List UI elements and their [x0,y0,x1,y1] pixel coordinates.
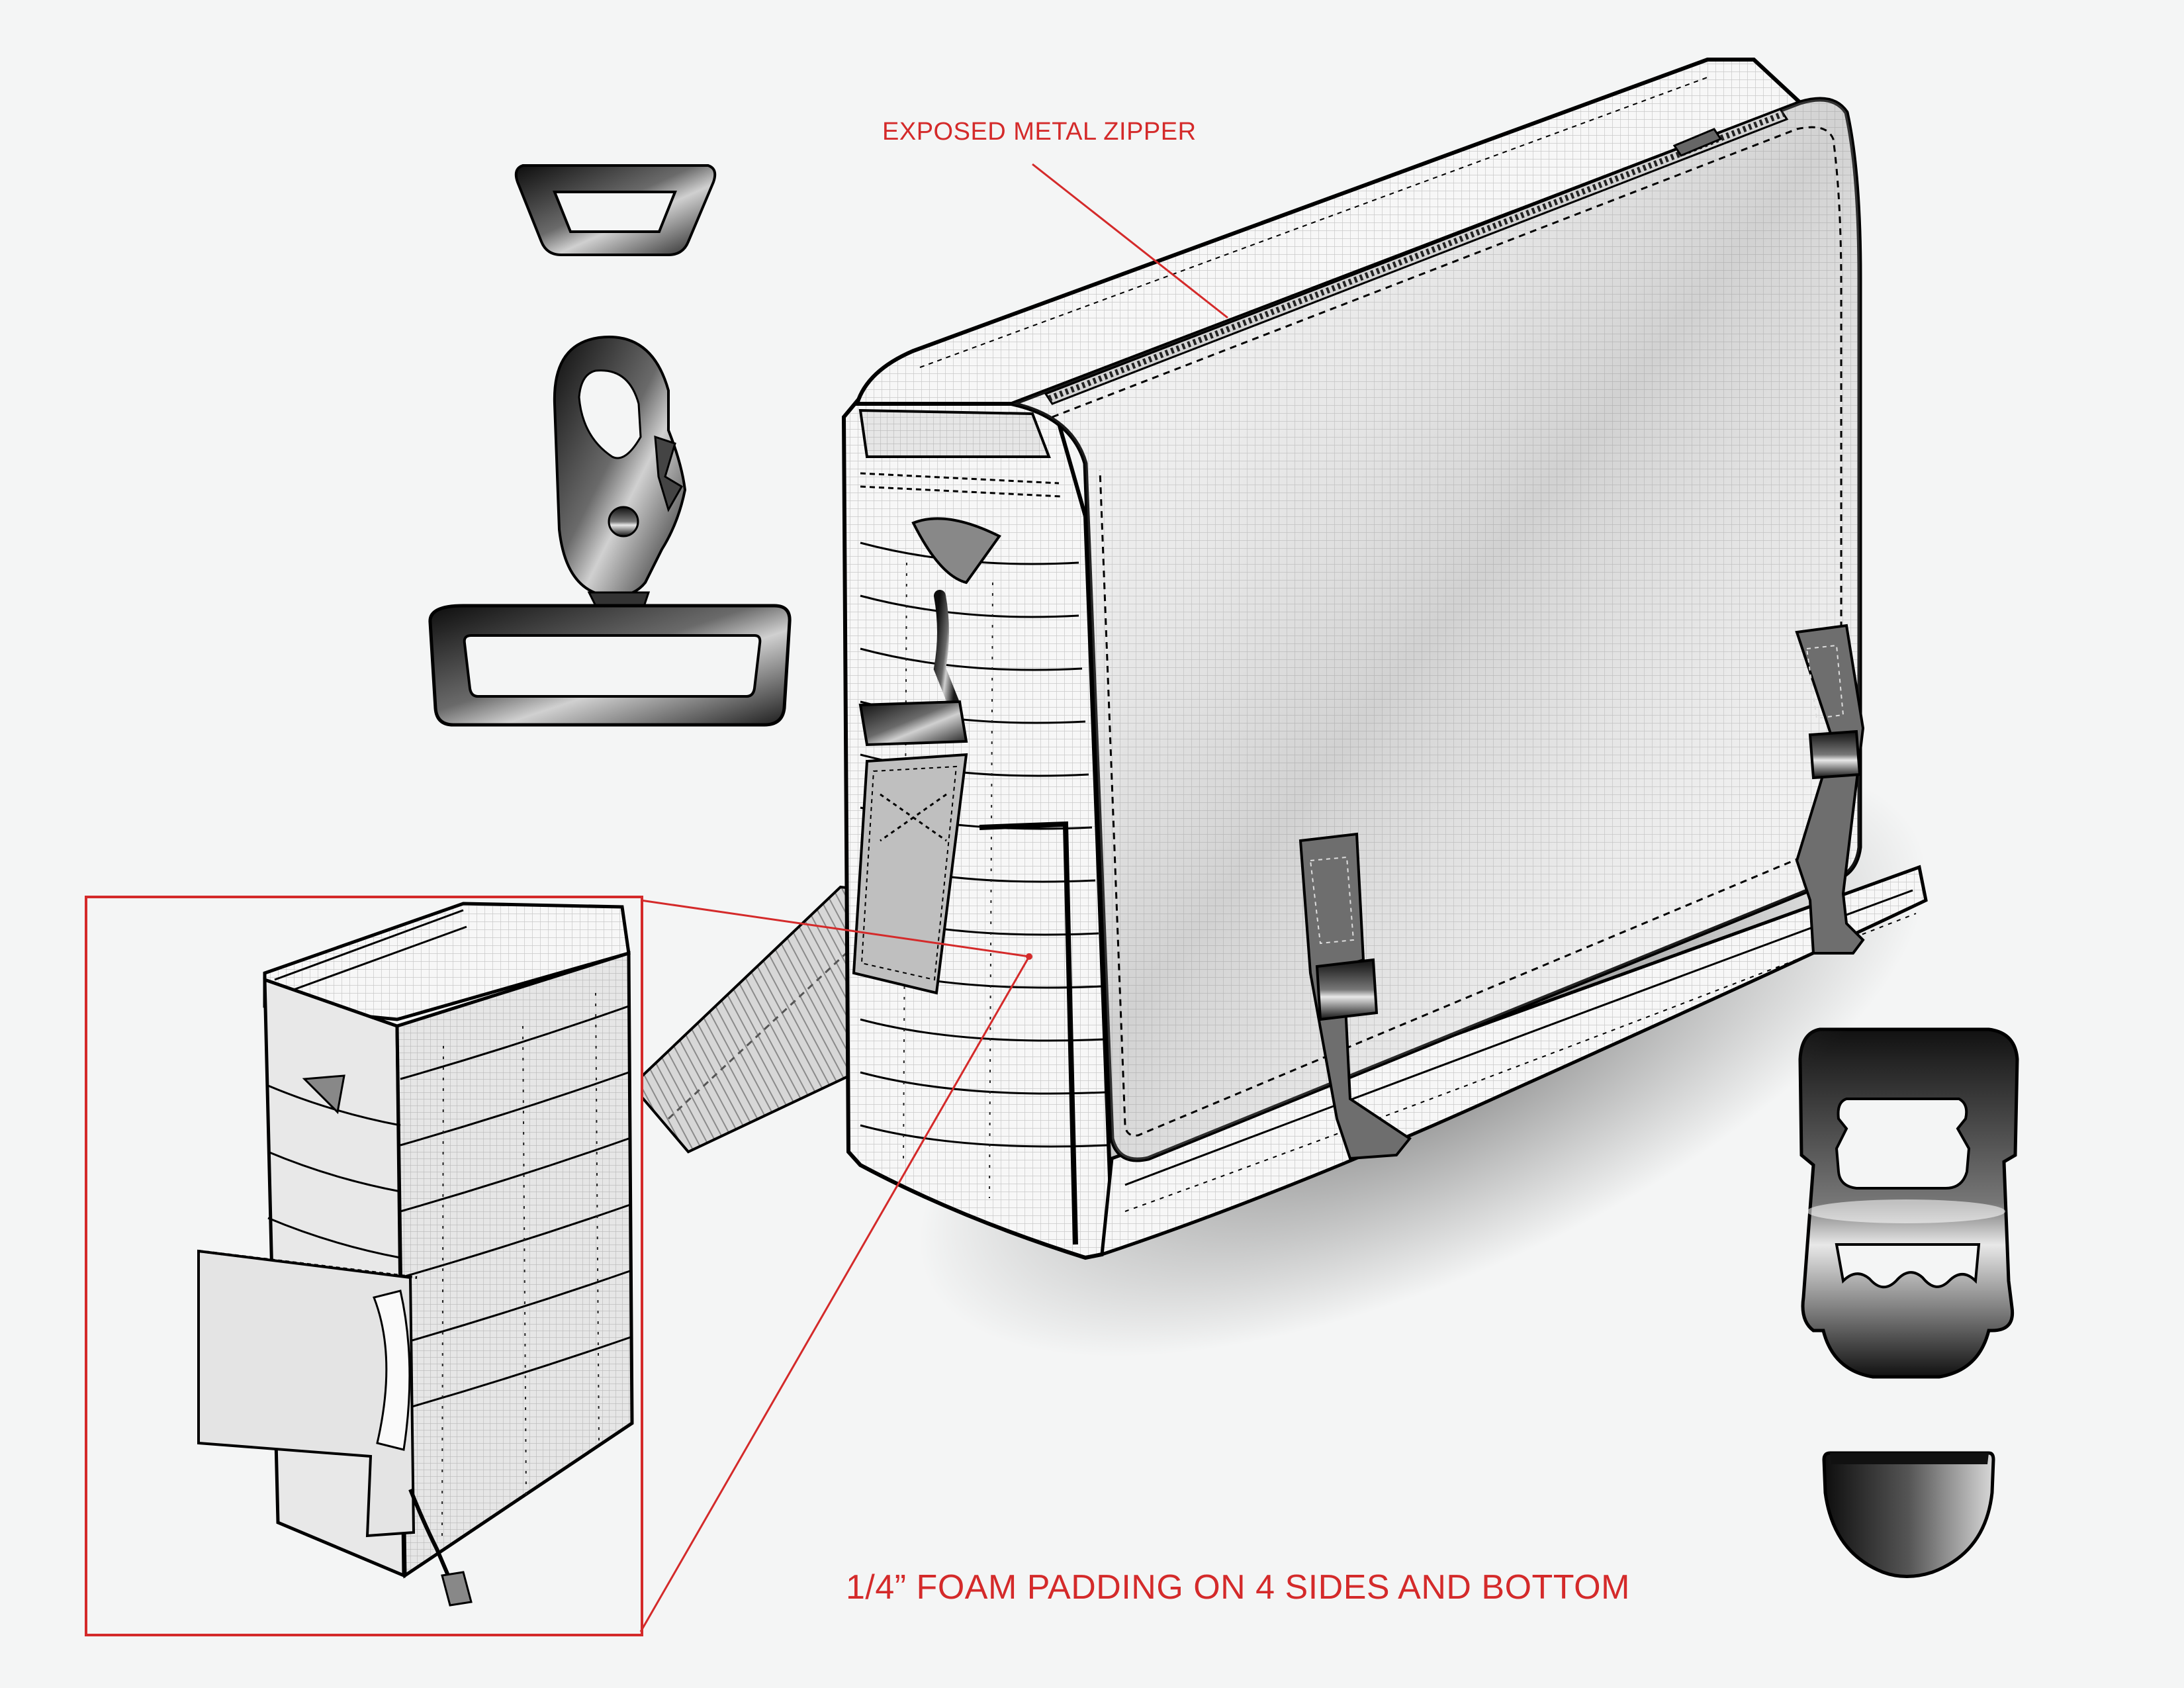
front-strap-right [1795,624,1865,955]
detail-inset [85,896,643,1636]
buckle-tip-icon [1822,1451,1995,1578]
front-strap-left [1298,832,1412,1160]
exposed-metal-zipper [1044,108,1789,405]
callout-leader-lines [639,163,1228,1632]
foam-padding-callout-label: 1/4” FOAM PADDING ON 4 SIDES AND BOTTOM [846,1568,1630,1607]
strap-attachment [852,517,1001,995]
cam-buckle-icon [1798,1027,2019,1379]
bag-front-flap [1004,97,1862,1162]
d-ring-icon [514,164,717,256]
rectangle-ring-icon [428,604,792,727]
swivel-snap-hook-icon [553,336,687,641]
zipper-callout-label: EXPOSED METAL ZIPPER [882,118,1197,146]
